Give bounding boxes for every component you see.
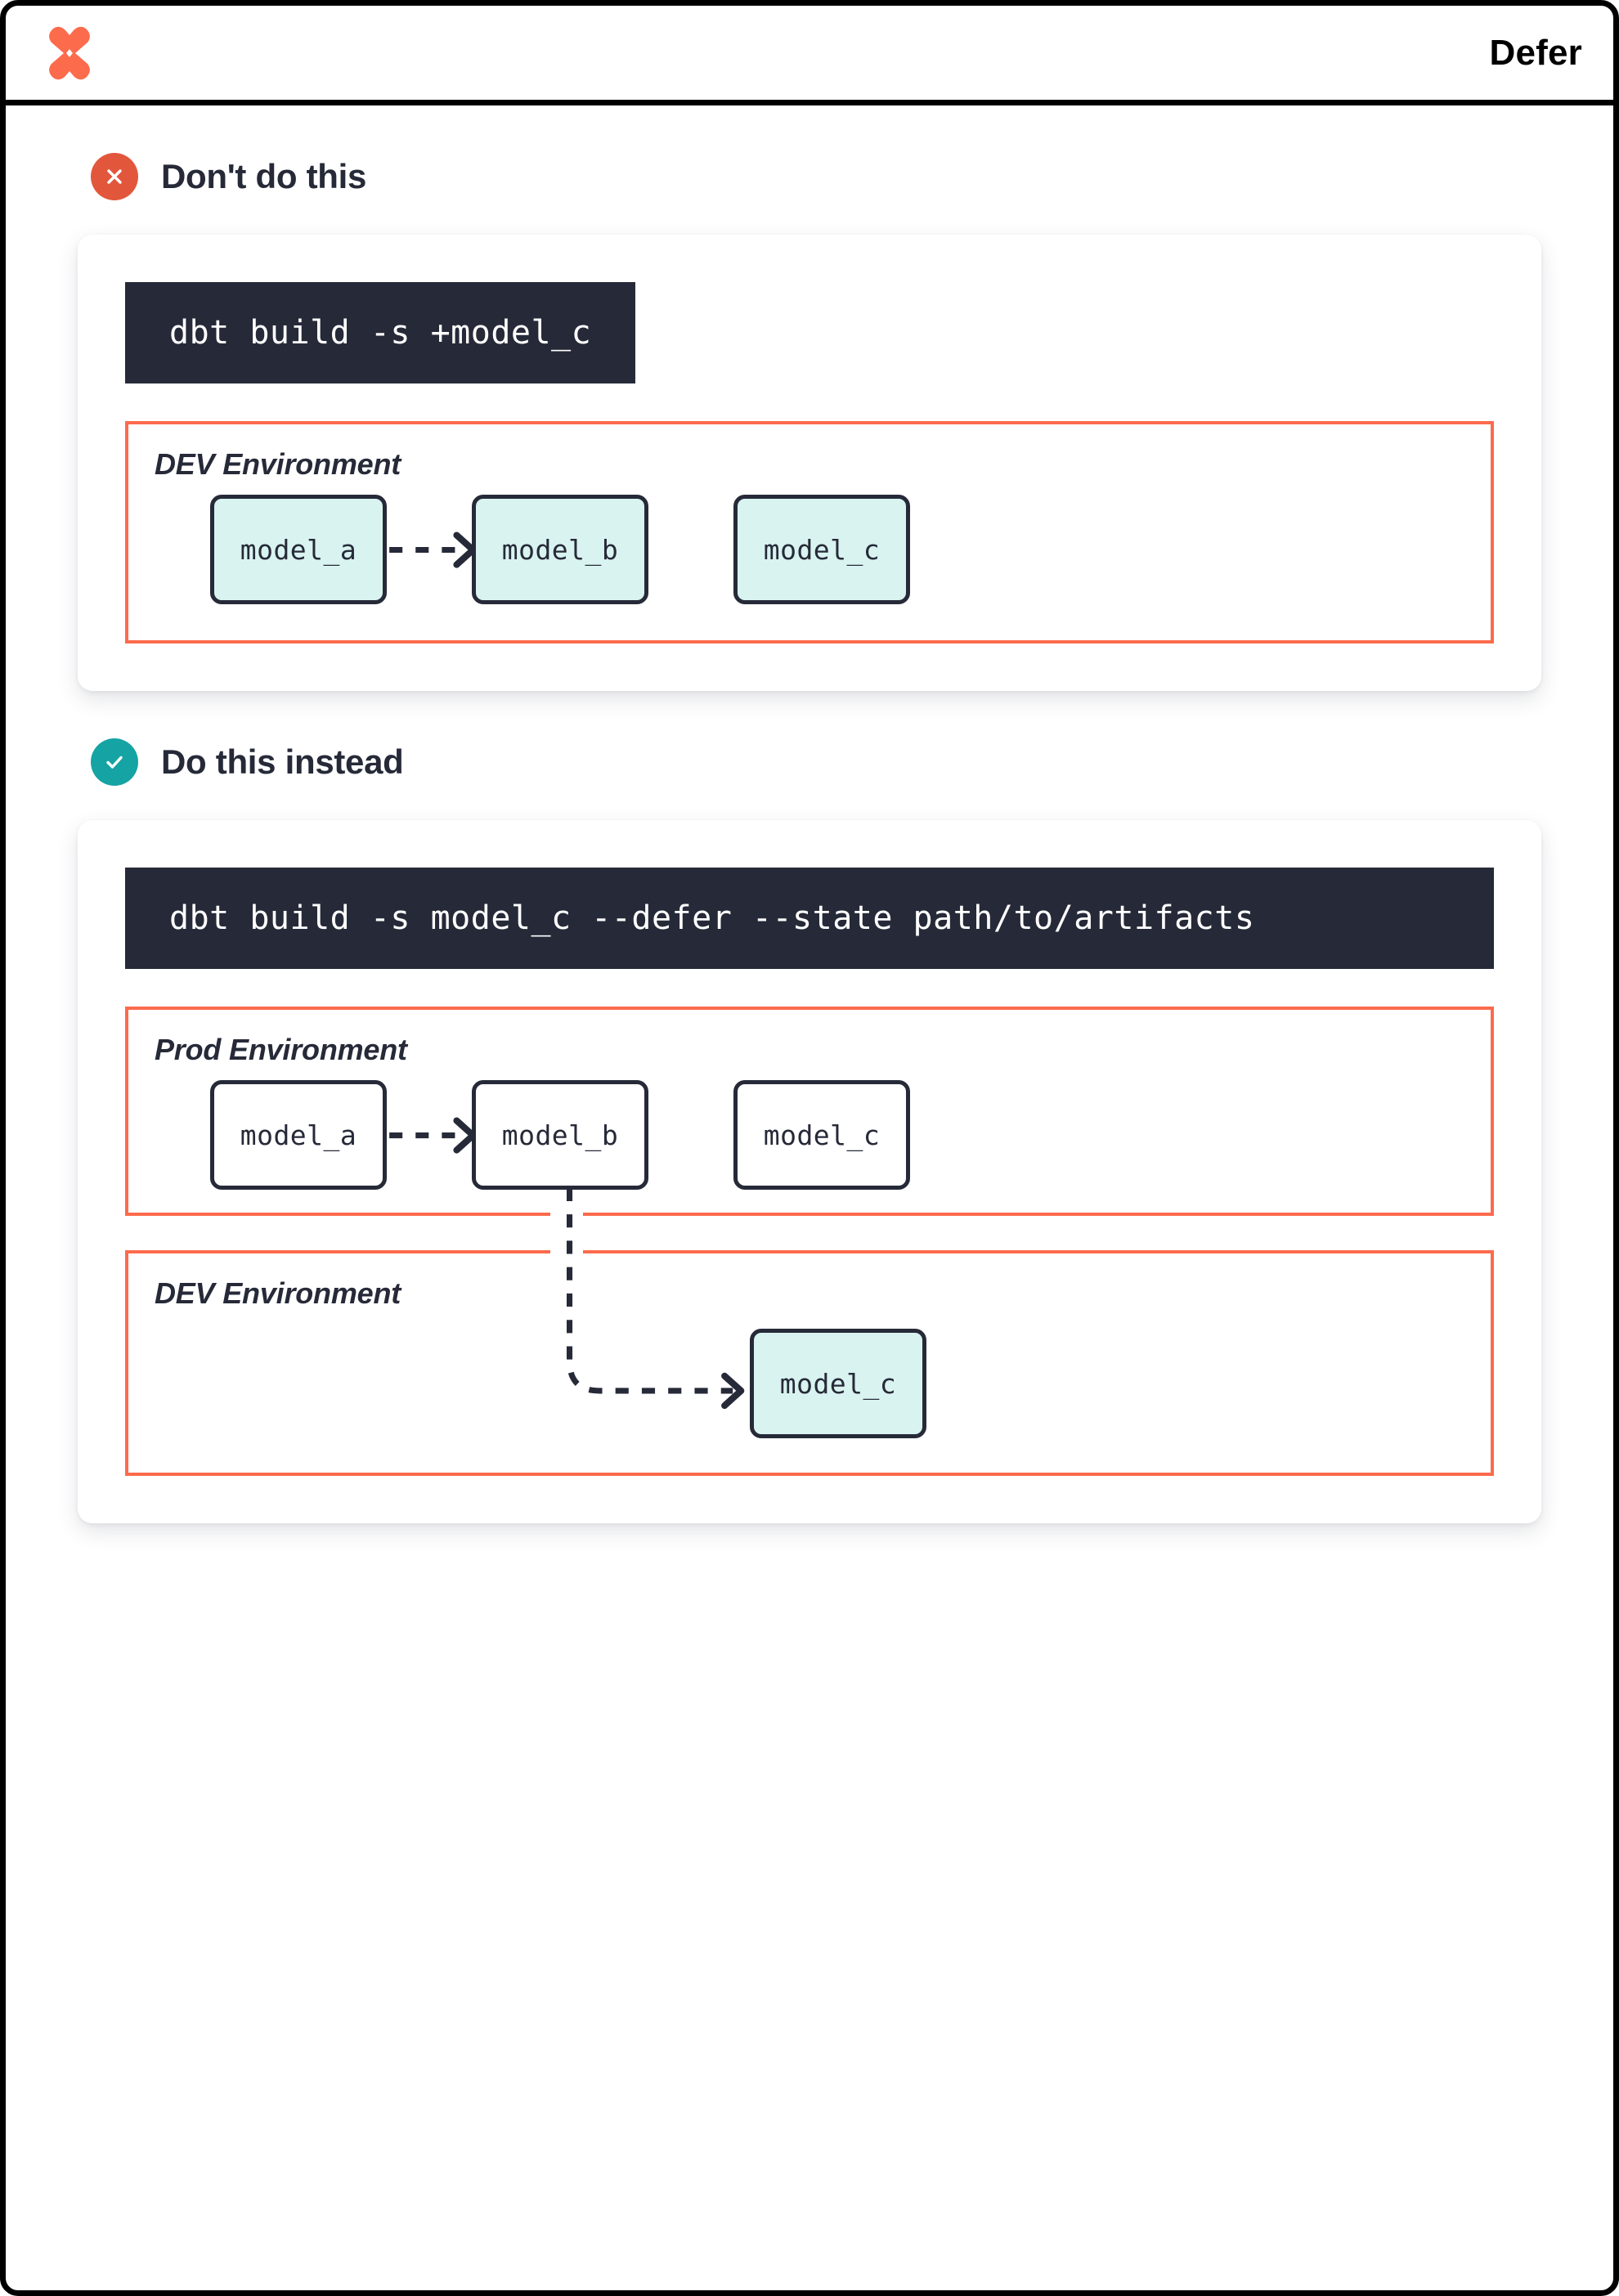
section-header-do: Do this instead [78,691,1541,820]
section-title-dont: Don't do this [161,157,367,195]
slide-body: Don't do this dbt build -s +model_c DEV … [6,105,1613,1523]
section-header-dont: Don't do this [78,105,1541,235]
command-block-do: dbt build -s model_c --defer --state pat… [125,868,1494,969]
node-model-c-dev-1[interactable]: model_c [733,495,910,604]
command-block-dont: dbt build -s +model_c [125,282,636,383]
section-title-do: Do this instead [161,742,404,781]
env-frame-dev-1: DEV Environment model_a model_b model_c [125,421,1494,644]
card-do: dbt build -s model_c --defer --state pat… [78,820,1541,1523]
env-frame-dev-2: DEV Environment model_c [125,1250,1494,1476]
node-model-c-dev-2[interactable]: model_c [750,1329,926,1438]
section-dont-do-this: Don't do this dbt build -s +model_c DEV … [78,105,1541,691]
node-row-dev-1: model_a model_b model_c [128,424,1491,640]
env-stack-do: Prod Environment model_a model_b model_c [125,1007,1494,1476]
node-model-b-dev-1[interactable]: model_b [472,495,648,604]
env-frame-prod-2: Prod Environment model_a model_b model_c [125,1007,1494,1216]
node-model-a-prod-2[interactable]: model_a [210,1080,387,1190]
section-do-this-instead: Do this instead dbt build -s model_c --d… [78,691,1541,1523]
card-dont: dbt build -s +model_c DEV Environment mo… [78,235,1541,691]
env-label-prod-2: Prod Environment [155,1033,407,1066]
env-label-dev-2: DEV Environment [155,1276,401,1310]
frame-gap-mask [550,1205,583,1259]
x-circle-icon [91,153,138,200]
node-model-a-dev-1[interactable]: model_a [210,495,387,604]
page-title: Defer [1489,32,1582,73]
node-model-b-prod-2[interactable]: model_b [472,1080,648,1190]
env-label-dev-1: DEV Environment [155,447,401,481]
node-model-c-prod-2[interactable]: model_c [733,1080,910,1190]
header: Defer [6,6,1613,105]
check-circle-icon [91,738,138,786]
dbt-logo-icon [43,23,96,83]
